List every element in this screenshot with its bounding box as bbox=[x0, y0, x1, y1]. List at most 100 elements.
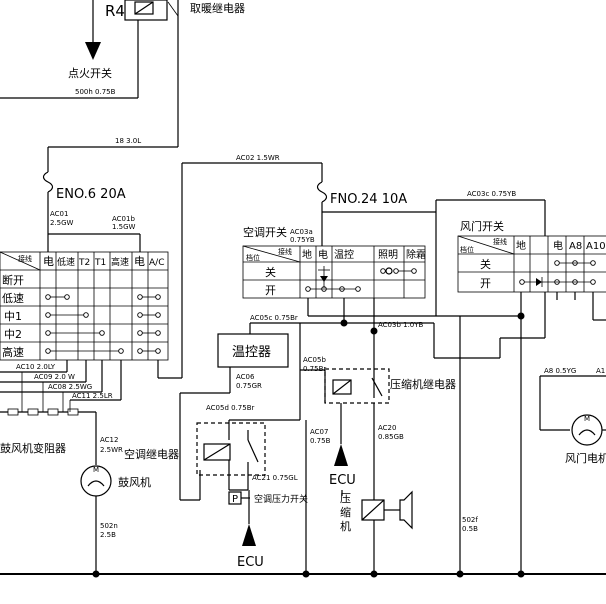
svg-text:关: 关 bbox=[265, 265, 276, 279]
ac-relay-coil bbox=[203, 443, 231, 461]
svg-text:AC11 2.5LR: AC11 2.5LR bbox=[72, 392, 113, 400]
fuse-6-icon bbox=[42, 171, 54, 193]
svg-text:电: 电 bbox=[318, 248, 328, 261]
blower-resistor bbox=[0, 372, 96, 416]
heater-relay-coil bbox=[134, 1, 154, 15]
svg-text:AC05b: AC05b bbox=[303, 356, 326, 364]
compressor-label-1: 压 bbox=[340, 492, 351, 505]
svg-text:0.75GR: 0.75GR bbox=[236, 382, 262, 390]
svg-text:0.75YB: 0.75YB bbox=[290, 236, 315, 244]
svg-text:M: M bbox=[584, 415, 590, 423]
compressor-label-3: 机 bbox=[340, 519, 351, 533]
svg-text:A8: A8 bbox=[569, 241, 582, 252]
damper-switch-table: 接线 档位 地 电 A8 A10 关 开 bbox=[457, 235, 606, 293]
svg-text:T1: T1 bbox=[94, 258, 106, 268]
svg-text:AC21 0.75GL: AC21 0.75GL bbox=[252, 474, 298, 482]
svg-text:接线: 接线 bbox=[278, 247, 292, 256]
ignition-switch-label: 点火开关 bbox=[68, 66, 112, 80]
svg-text:低速: 低速 bbox=[2, 292, 24, 305]
svg-text:关: 关 bbox=[480, 257, 491, 271]
wire-ac01b-size: 1.5GW bbox=[112, 223, 136, 231]
svg-text:开: 开 bbox=[265, 284, 276, 297]
compressor-label-2: 缩 bbox=[340, 506, 351, 519]
svg-text:除霜: 除霜 bbox=[406, 248, 426, 261]
svg-text:AC08 2.5WG: AC08 2.5WG bbox=[48, 383, 92, 391]
svg-text:中1: 中1 bbox=[4, 310, 22, 323]
svg-text:接线: 接线 bbox=[18, 254, 32, 263]
svg-text:502f: 502f bbox=[462, 516, 478, 524]
svg-text:电: 电 bbox=[553, 239, 563, 252]
svg-text:A10: A10 bbox=[586, 241, 606, 252]
thermostat-box bbox=[217, 333, 289, 368]
ac-switch-table: 接线 档位 地 电 温控 照明 除霜 关 开 bbox=[242, 245, 426, 299]
blower-resistor-label: 鼓风机变阻器 bbox=[0, 441, 66, 455]
svg-text:0.85GB: 0.85GB bbox=[378, 433, 404, 441]
svg-text:A/C: A/C bbox=[149, 258, 164, 268]
heater-relay-label: 取暖继电器 bbox=[190, 2, 245, 15]
compressor-icon bbox=[399, 490, 413, 530]
svg-text:接线: 接线 bbox=[493, 237, 507, 246]
svg-text:A8 0.5YG: A8 0.5YG bbox=[544, 367, 576, 375]
wire-ac01: AC01 bbox=[50, 210, 68, 218]
ecu-1-label: ECU bbox=[237, 555, 264, 570]
svg-text:M: M bbox=[93, 466, 99, 474]
lamp-icon bbox=[385, 267, 393, 275]
wire-500h: 500h 0.75B bbox=[75, 88, 116, 96]
ac-relay-label: 空调继电器 bbox=[124, 447, 179, 461]
svg-text:AC05c 0.75Br: AC05c 0.75Br bbox=[250, 314, 298, 322]
wire-ac01-size: 2.5GW bbox=[50, 219, 74, 227]
svg-text:档位: 档位 bbox=[246, 253, 260, 262]
svg-text:AC06: AC06 bbox=[236, 373, 255, 381]
damper-motor-label: 风门电机 bbox=[565, 451, 606, 465]
svg-text:电: 电 bbox=[43, 255, 54, 268]
damper-switch-title: 风门开关 bbox=[460, 219, 504, 233]
heater-relay-box bbox=[124, 0, 168, 21]
svg-text:高速: 高速 bbox=[111, 256, 129, 268]
ac-relay-box bbox=[196, 422, 266, 476]
svg-text:AC10 2.0LY: AC10 2.0LY bbox=[16, 363, 56, 371]
compressor-relay-label: 压缩机继电器 bbox=[390, 377, 456, 391]
fuse-24-icon bbox=[316, 181, 328, 203]
blower-label: 鼓风机 bbox=[118, 475, 151, 489]
svg-text:AC05d 0.75Br: AC05d 0.75Br bbox=[206, 404, 255, 412]
thermostat-label: 温控器 bbox=[232, 345, 271, 360]
svg-text:T2: T2 bbox=[78, 258, 90, 268]
damper-switch-led-icon bbox=[536, 278, 542, 286]
svg-text:AC03a: AC03a bbox=[290, 228, 313, 236]
svg-text:P: P bbox=[232, 494, 238, 505]
wire-ac01b: AC01b bbox=[112, 215, 135, 223]
fuse-24-label: FNO.24 10A bbox=[330, 192, 407, 207]
svg-text:电: 电 bbox=[134, 255, 145, 268]
ignition-arrow bbox=[85, 42, 101, 60]
ecu-arrow-1 bbox=[242, 524, 256, 546]
svg-text:开: 开 bbox=[480, 277, 491, 290]
svg-text:2.5WR: 2.5WR bbox=[100, 446, 123, 454]
svg-text:档位: 档位 bbox=[460, 245, 474, 254]
pressure-switch-label: 空调压力开关 bbox=[254, 493, 308, 505]
svg-text:低速: 低速 bbox=[57, 256, 75, 268]
svg-text:0.75Br: 0.75Br bbox=[303, 365, 326, 373]
svg-text:温控: 温控 bbox=[334, 248, 354, 261]
compressor-relay-box bbox=[324, 368, 390, 404]
blower-switch-table: 接线 电 低速 T2 T1 高速 电 A/C 断开 低速 中1 中2 高速 bbox=[0, 251, 169, 361]
svg-text:AC03b 1.0YB: AC03b 1.0YB bbox=[378, 321, 424, 329]
svg-text:地: 地 bbox=[302, 248, 312, 261]
svg-text:照明: 照明 bbox=[378, 249, 398, 261]
fuse-6-label: ENO.6 20A bbox=[56, 187, 126, 202]
compressor-relay-coil bbox=[332, 379, 352, 395]
svg-text:A1: A1 bbox=[596, 367, 605, 375]
svg-text:0.75B: 0.75B bbox=[310, 437, 331, 445]
ecu-arrow-2 bbox=[334, 444, 348, 466]
svg-text:高速: 高速 bbox=[2, 345, 24, 359]
svg-text:AC02 1.5WR: AC02 1.5WR bbox=[236, 154, 280, 162]
ac-switch-title: 空调开关 bbox=[243, 225, 287, 239]
svg-text:AC07: AC07 bbox=[310, 428, 328, 436]
svg-text:AC20: AC20 bbox=[378, 424, 396, 432]
r4-label: R4 bbox=[105, 2, 125, 20]
svg-text:地: 地 bbox=[516, 239, 526, 252]
svg-text:中2: 中2 bbox=[4, 328, 22, 341]
svg-text:2.5B: 2.5B bbox=[100, 531, 116, 539]
svg-text:断开: 断开 bbox=[2, 273, 24, 287]
ecu-2-label: ECU bbox=[329, 473, 356, 488]
